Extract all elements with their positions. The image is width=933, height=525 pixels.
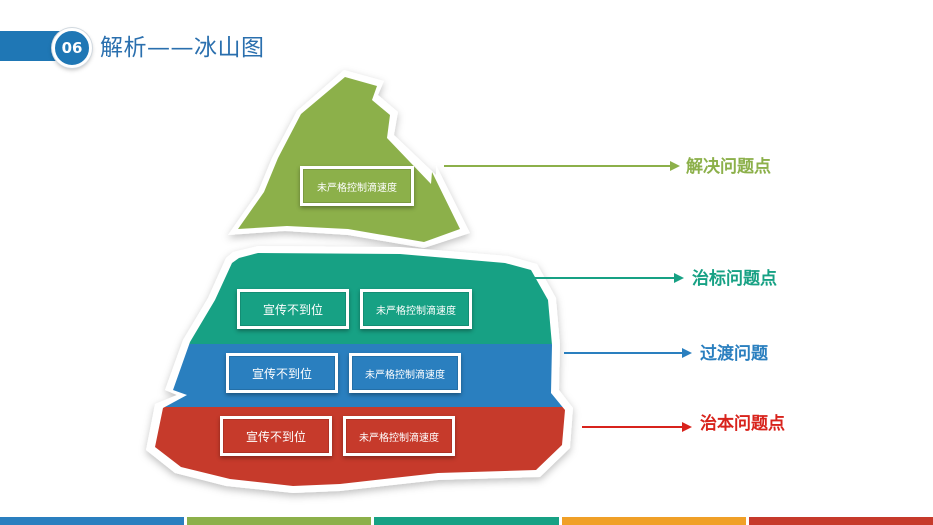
footer-color-strip [0,517,933,525]
label-top-layer: 解决问题点 [686,157,771,177]
footer-segment-green [187,517,372,525]
footer-segment-blue [0,517,185,525]
teal-layer-box-2: 未严格控制滴速度 [360,289,472,329]
label-blue-layer: 过渡问题 [700,344,768,364]
blue-layer-box-2: 未严格控制滴速度 [349,353,461,393]
arrow-blue [564,348,692,358]
label-red-layer: 治本问题点 [700,414,785,434]
footer-segment-orange [561,517,746,525]
top-layer-box: 未严格控制滴速度 [300,166,414,206]
footer-segment-teal [374,517,559,525]
arrow-red [582,422,692,432]
section-number-badge: 06 [52,28,92,68]
page-title: 解析——冰山图 [100,35,265,61]
footer-segment-red [748,517,933,525]
label-teal-layer: 治标问题点 [692,269,777,289]
red-layer-box-2: 未严格控制滴速度 [343,416,455,456]
arrow-top [444,161,680,171]
red-layer-box-1: 宣传不到位 [220,416,332,456]
blue-layer-box-1: 宣传不到位 [226,353,338,393]
arrow-teal [510,273,684,283]
teal-layer-box-1: 宣传不到位 [237,289,349,329]
iceberg-top [238,77,460,242]
